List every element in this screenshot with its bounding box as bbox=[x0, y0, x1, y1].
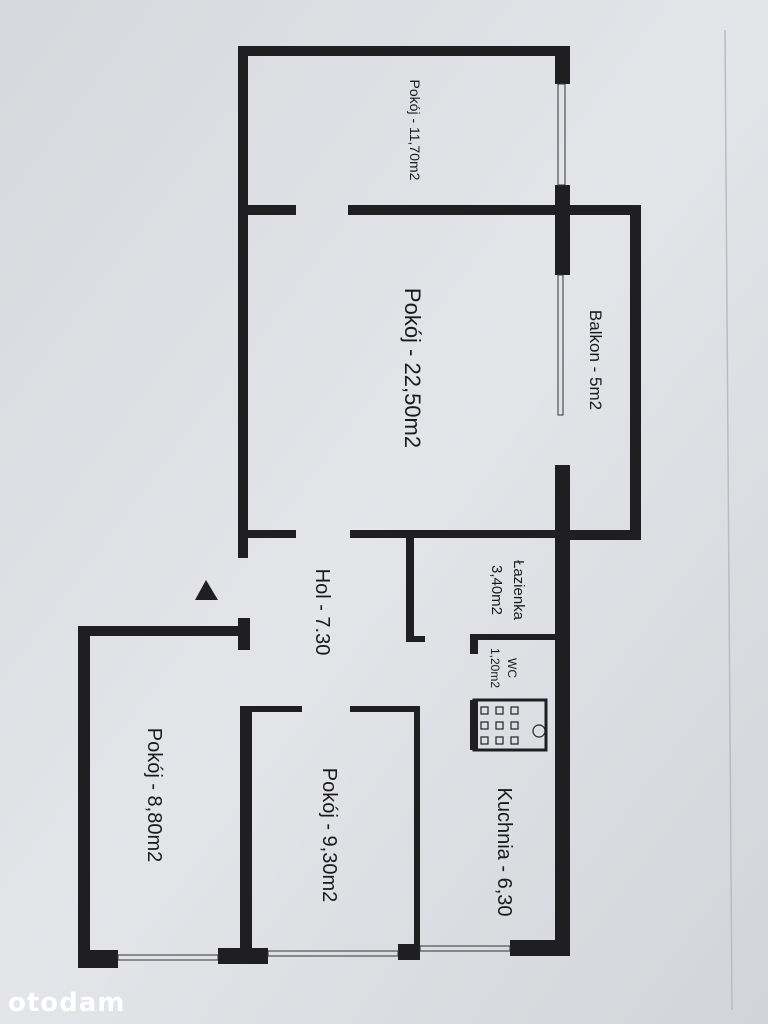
wall-balcony-pillar bbox=[555, 185, 570, 275]
window-left-room bbox=[117, 954, 219, 961]
windows bbox=[117, 83, 566, 961]
label-room-left: Pokój - 8,80m2 bbox=[143, 728, 165, 863]
room-labels: Pokój - 11,70m2 Pokój - 22,50m2 Balkon -… bbox=[143, 80, 605, 917]
label-bathroom-area: 3,40m2 bbox=[488, 565, 505, 615]
wall-balcony-right bbox=[630, 205, 641, 540]
wall-mid-room-top-left bbox=[248, 706, 302, 712]
wall-bottom-block-4 bbox=[510, 940, 570, 956]
wall-left-outer bbox=[78, 626, 90, 968]
wall-bottom-block-2 bbox=[218, 948, 268, 964]
label-wc-area: 1,20m2 bbox=[488, 648, 502, 688]
wall-mid-room-right bbox=[414, 706, 420, 950]
paper-edge bbox=[724, 29, 733, 1011]
wall-bottom-block-1 bbox=[78, 950, 118, 968]
label-hall: Hol - 7.30 bbox=[311, 569, 333, 656]
wall-bathroom-left bbox=[406, 538, 414, 642]
stove-outline bbox=[472, 698, 548, 752]
wall-left-upper bbox=[238, 46, 248, 558]
wall-top bbox=[238, 46, 570, 56]
label-kitchen: Kuchnia - 6,30 bbox=[493, 788, 515, 917]
wall-bath-wc bbox=[470, 634, 560, 640]
wall-hall-top bbox=[350, 530, 560, 538]
wall-bottom-block-3 bbox=[398, 944, 420, 960]
label-room-large: Pokój - 22,50m2 bbox=[400, 288, 425, 448]
window-middle-room bbox=[267, 950, 399, 957]
wall-stub-upper bbox=[248, 205, 296, 215]
stove bbox=[472, 698, 548, 752]
wall-stub-hall bbox=[248, 530, 296, 538]
walls bbox=[78, 46, 641, 968]
wall-kitchen-right bbox=[555, 465, 570, 955]
wall-left-room-top bbox=[78, 626, 250, 636]
stove-burners-icon bbox=[480, 706, 546, 745]
window-top-room bbox=[557, 83, 566, 186]
window-balcony bbox=[557, 274, 564, 416]
window-kitchen bbox=[419, 945, 511, 952]
wall-wc-stub bbox=[470, 634, 478, 654]
wall-bathroom-stub bbox=[406, 636, 425, 642]
wall-left-room-right bbox=[240, 706, 252, 960]
label-room-top: Pokój - 11,70m2 bbox=[407, 80, 423, 181]
label-bathroom-name: Łazienka bbox=[510, 560, 527, 621]
label-balcony: Balkon - 5m2 bbox=[586, 310, 605, 410]
label-wc-name: WC bbox=[505, 658, 519, 678]
wall-balcony-bottom bbox=[560, 530, 641, 540]
label-room-middle: Pokój - 9,30m2 bbox=[318, 768, 340, 903]
wall-mid-room-top-right bbox=[350, 706, 418, 712]
wall-top-right-block bbox=[555, 46, 570, 84]
entrance-arrow-icon bbox=[195, 580, 218, 600]
wall-room-divider bbox=[348, 205, 641, 215]
otodom-watermark: otodam bbox=[8, 988, 126, 1018]
